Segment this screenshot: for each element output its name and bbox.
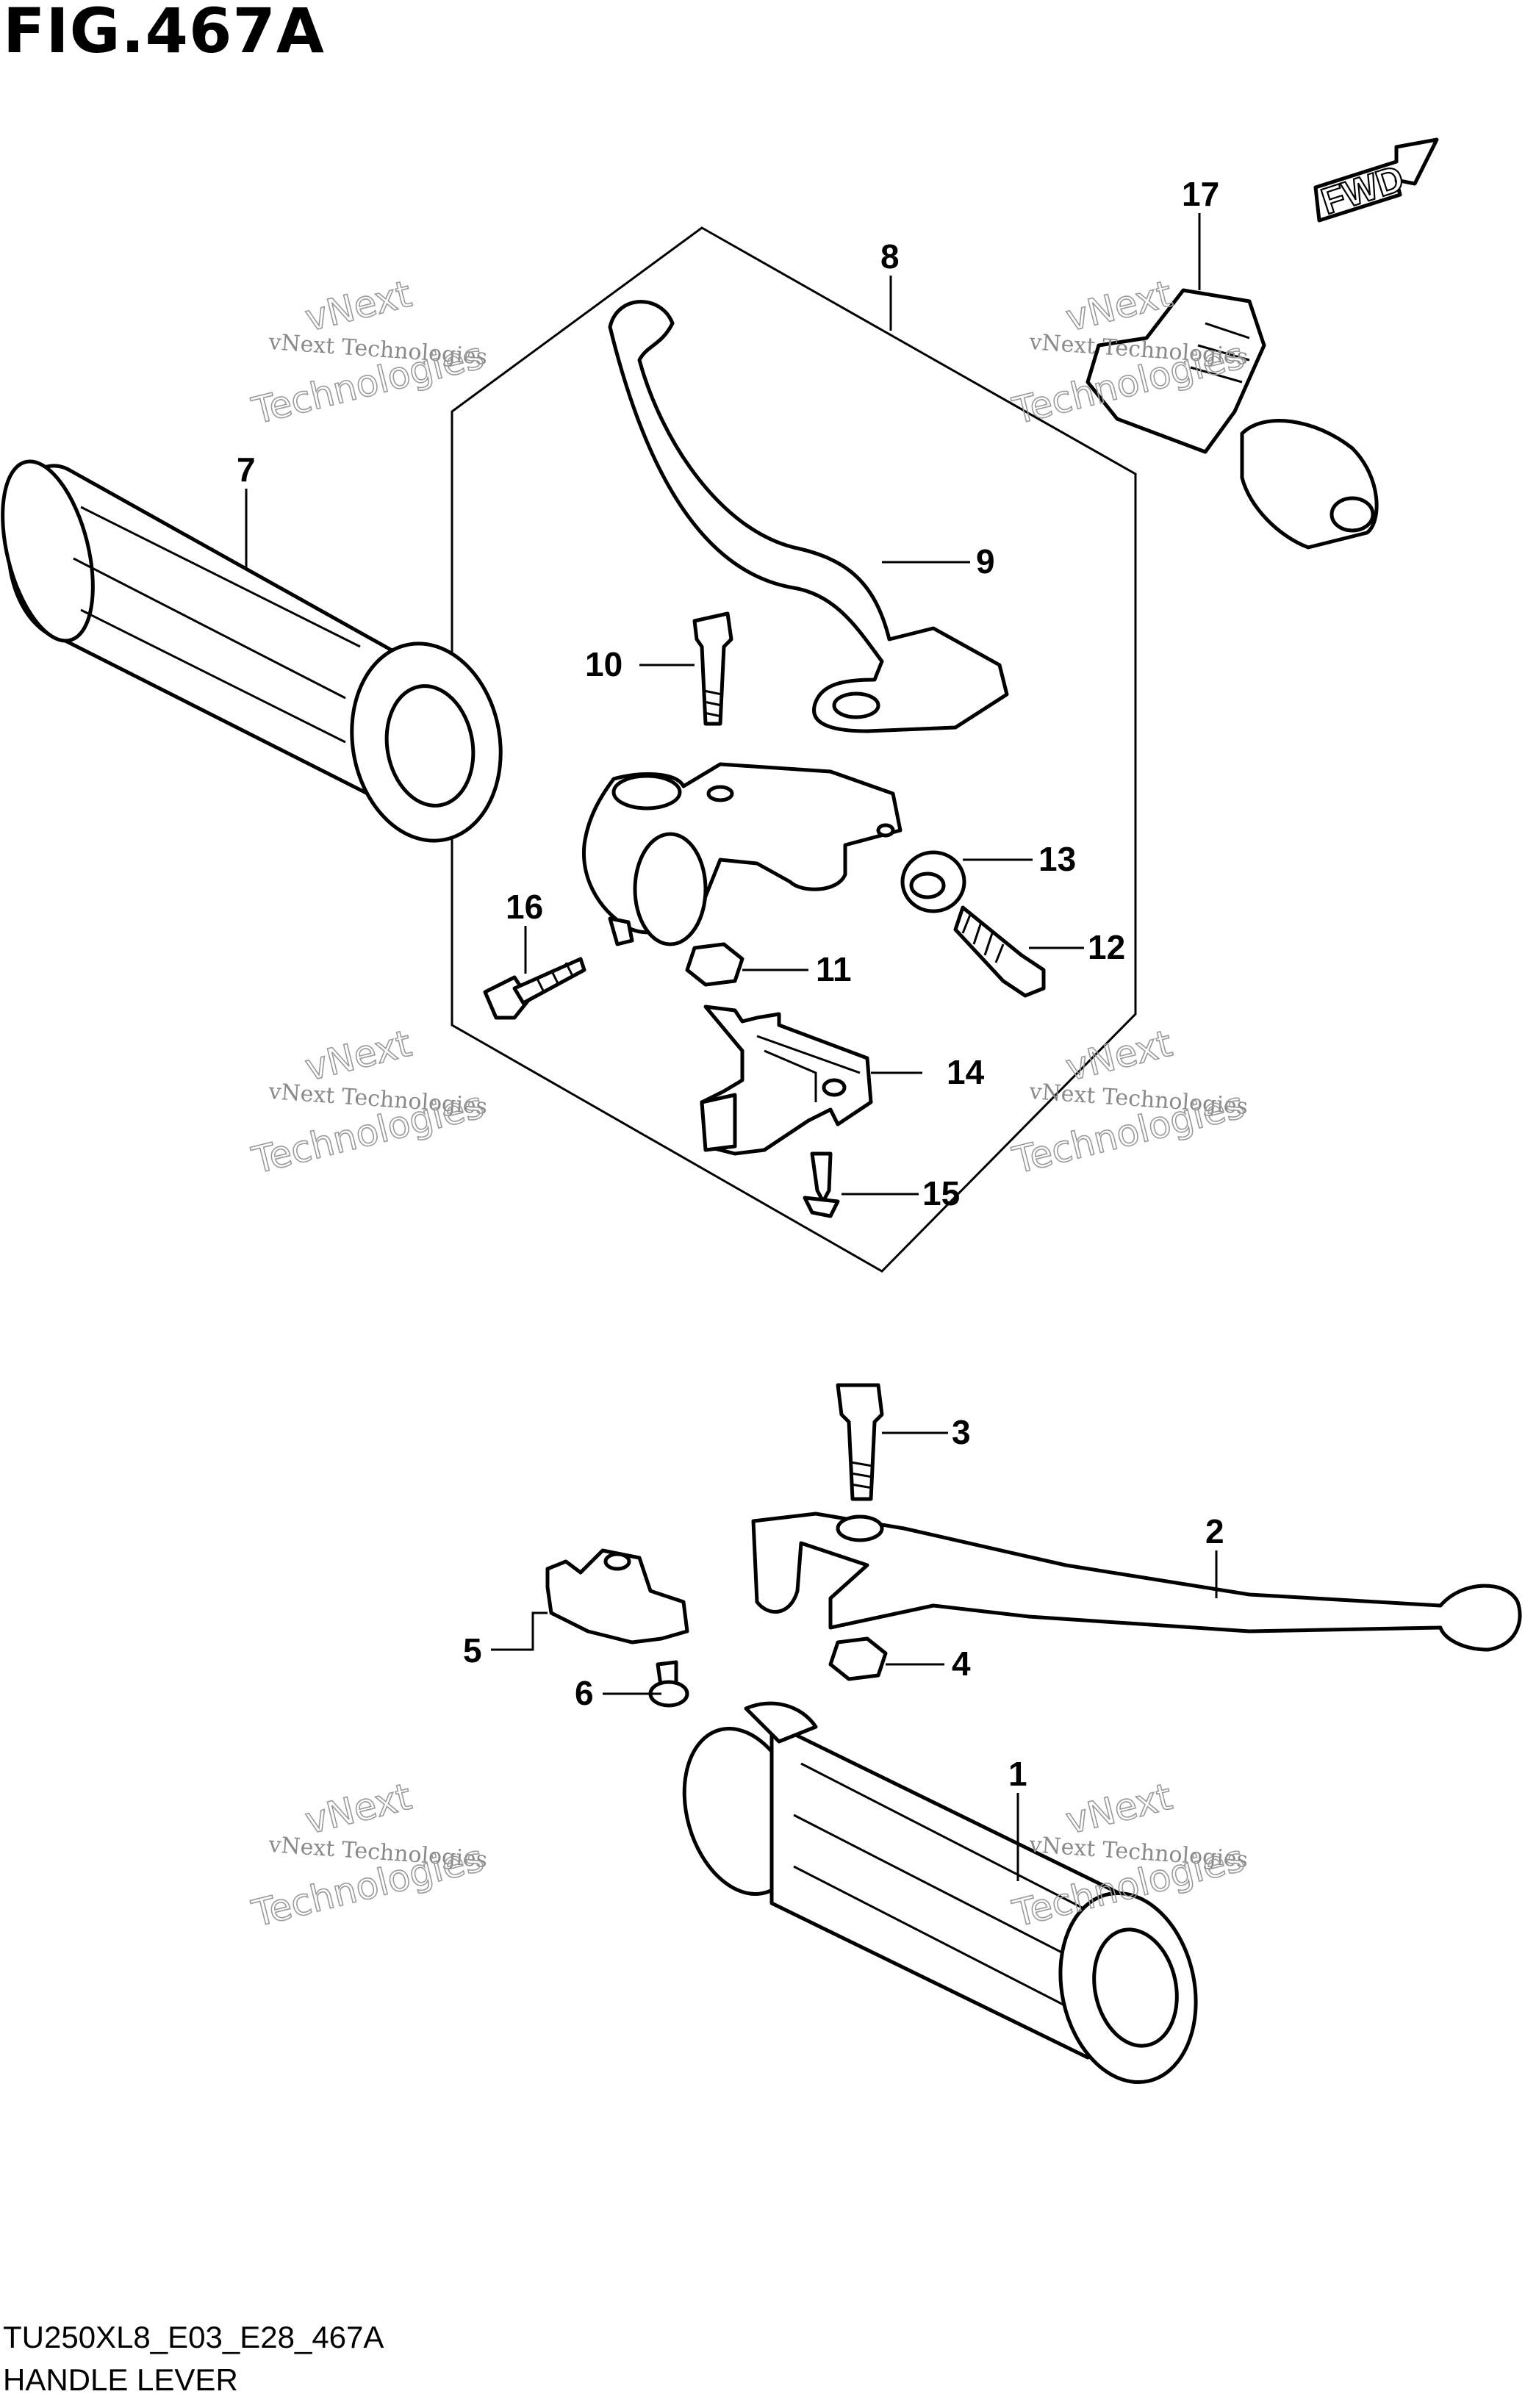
callout-15: 15 — [922, 1174, 960, 1212]
part-13-adjuster-nut — [900, 850, 966, 913]
forward-arrow-label: FWD — [1316, 157, 1409, 222]
part-17-throttle-grip — [1086, 288, 1379, 550]
watermark-vnext: vNext — [1062, 1775, 1177, 1843]
part-15-screw — [803, 1151, 840, 1218]
watermark: vNext vNext Technologies Technologies — [1008, 1021, 1249, 1183]
callout-9: 9 — [976, 542, 995, 581]
watermark-vnext: vNext — [301, 1022, 416, 1090]
part-1-right-grip — [682, 1701, 1198, 2085]
part-6-screw — [648, 1660, 689, 1708]
footer-model-code: TU250XL8_E03_E28_467A — [3, 2320, 384, 2354]
figure-title: FIG.467A — [3, 0, 325, 67]
part-9-clutch-lever — [608, 300, 1009, 733]
leader-lines — [245, 213, 1218, 1881]
part-5-brake-switch — [545, 1548, 689, 1645]
callout-4: 4 — [952, 1645, 971, 1683]
watermark: vNext vNext Technologies Technologies — [247, 1775, 488, 1936]
forward-arrow-icon: FWD — [1313, 137, 1439, 223]
callout-7: 7 — [237, 450, 256, 489]
assembly-boundary-8 — [451, 226, 1137, 1273]
callout-11: 11 — [816, 950, 852, 988]
watermark-vnext: vNext — [301, 273, 416, 340]
callout-8: 8 — [880, 237, 900, 276]
part-10-bolt — [692, 611, 733, 726]
watermark-vnext: vNext — [301, 1775, 416, 1843]
callout-1: 1 — [1008, 1755, 1027, 1793]
part-16-screw — [483, 957, 586, 1020]
callout-16: 16 — [506, 888, 543, 926]
part-11-nut — [685, 942, 744, 987]
part-4-nut — [828, 1636, 888, 1681]
part-3-bolt — [836, 1383, 884, 1501]
callout-5: 5 — [463, 1631, 482, 1670]
callout-6: 6 — [575, 1674, 594, 1712]
watermark: vNext vNext Technologies Technologies — [247, 1021, 488, 1183]
callout-10: 10 — [585, 645, 622, 683]
callout-3: 3 — [952, 1413, 971, 1451]
callout-2: 2 — [1205, 1512, 1224, 1550]
callout-labels: 17 8 9 7 10 11 12 13 14 15 16 3 2 4 5 6 … — [237, 175, 1224, 1793]
callout-14: 14 — [947, 1053, 985, 1091]
part-7-left-grip — [1, 459, 503, 843]
part-14-clutch-switch — [700, 1004, 873, 1156]
callout-13: 13 — [1038, 840, 1076, 878]
watermark: vNext vNext Technologies Technologies — [247, 272, 488, 434]
lever-holder-bracket — [581, 762, 903, 946]
callout-17: 17 — [1182, 175, 1219, 213]
part-12-adjuster-bolt — [953, 905, 1046, 998]
part-2-brake-lever — [751, 1512, 1522, 1652]
footer-section-name: HANDLE LEVER — [3, 2362, 238, 2397]
callout-12: 12 — [1088, 928, 1125, 966]
